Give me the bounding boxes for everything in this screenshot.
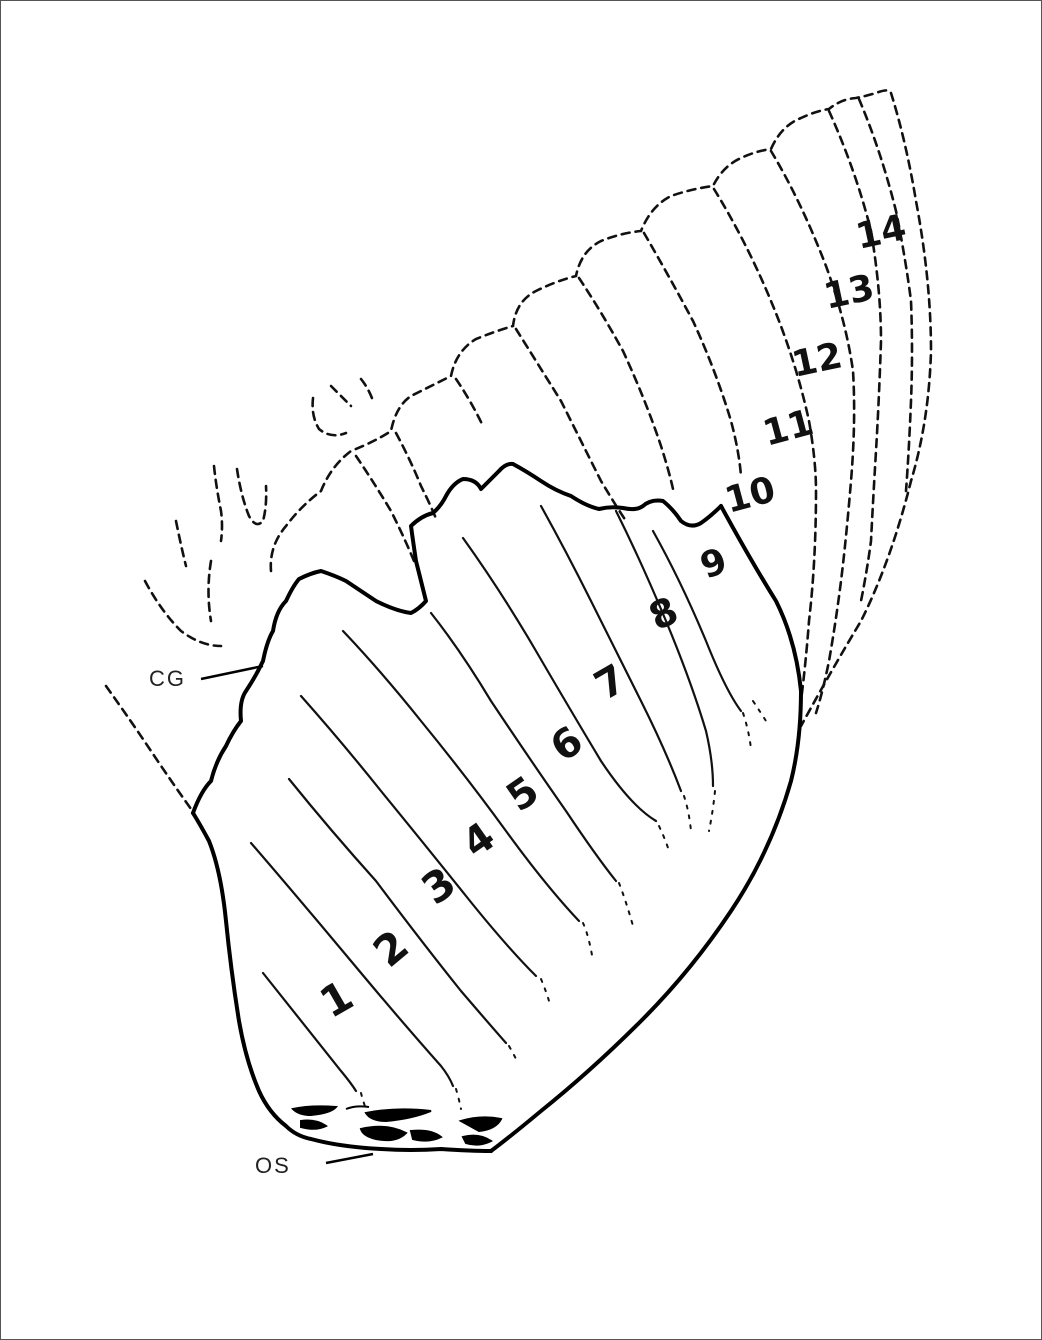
ray-number-7: 7 <box>587 656 634 710</box>
cg-callout: CG <box>149 666 263 691</box>
reconstructed-outline <box>106 90 931 809</box>
ray-number-14: 14 <box>852 207 910 258</box>
ray-number-13: 13 <box>820 267 878 318</box>
ray-number-10: 10 <box>721 469 780 522</box>
os-label: OS <box>255 1153 291 1178</box>
os-leader-line <box>326 1154 373 1163</box>
ray-number-9: 9 <box>695 540 733 587</box>
ray-number-1: 1 <box>312 971 362 1028</box>
ray-number-4: 4 <box>454 814 503 868</box>
cg-label: CG <box>149 666 186 691</box>
ray-number-2: 2 <box>364 920 418 976</box>
ray-number-12: 12 <box>788 335 846 386</box>
os-marks <box>293 1106 501 1144</box>
os-callout: OS <box>255 1153 373 1178</box>
ray-number-6: 6 <box>542 718 591 772</box>
ray-number-8: 8 <box>642 588 685 639</box>
ray-number-11: 11 <box>759 402 818 455</box>
